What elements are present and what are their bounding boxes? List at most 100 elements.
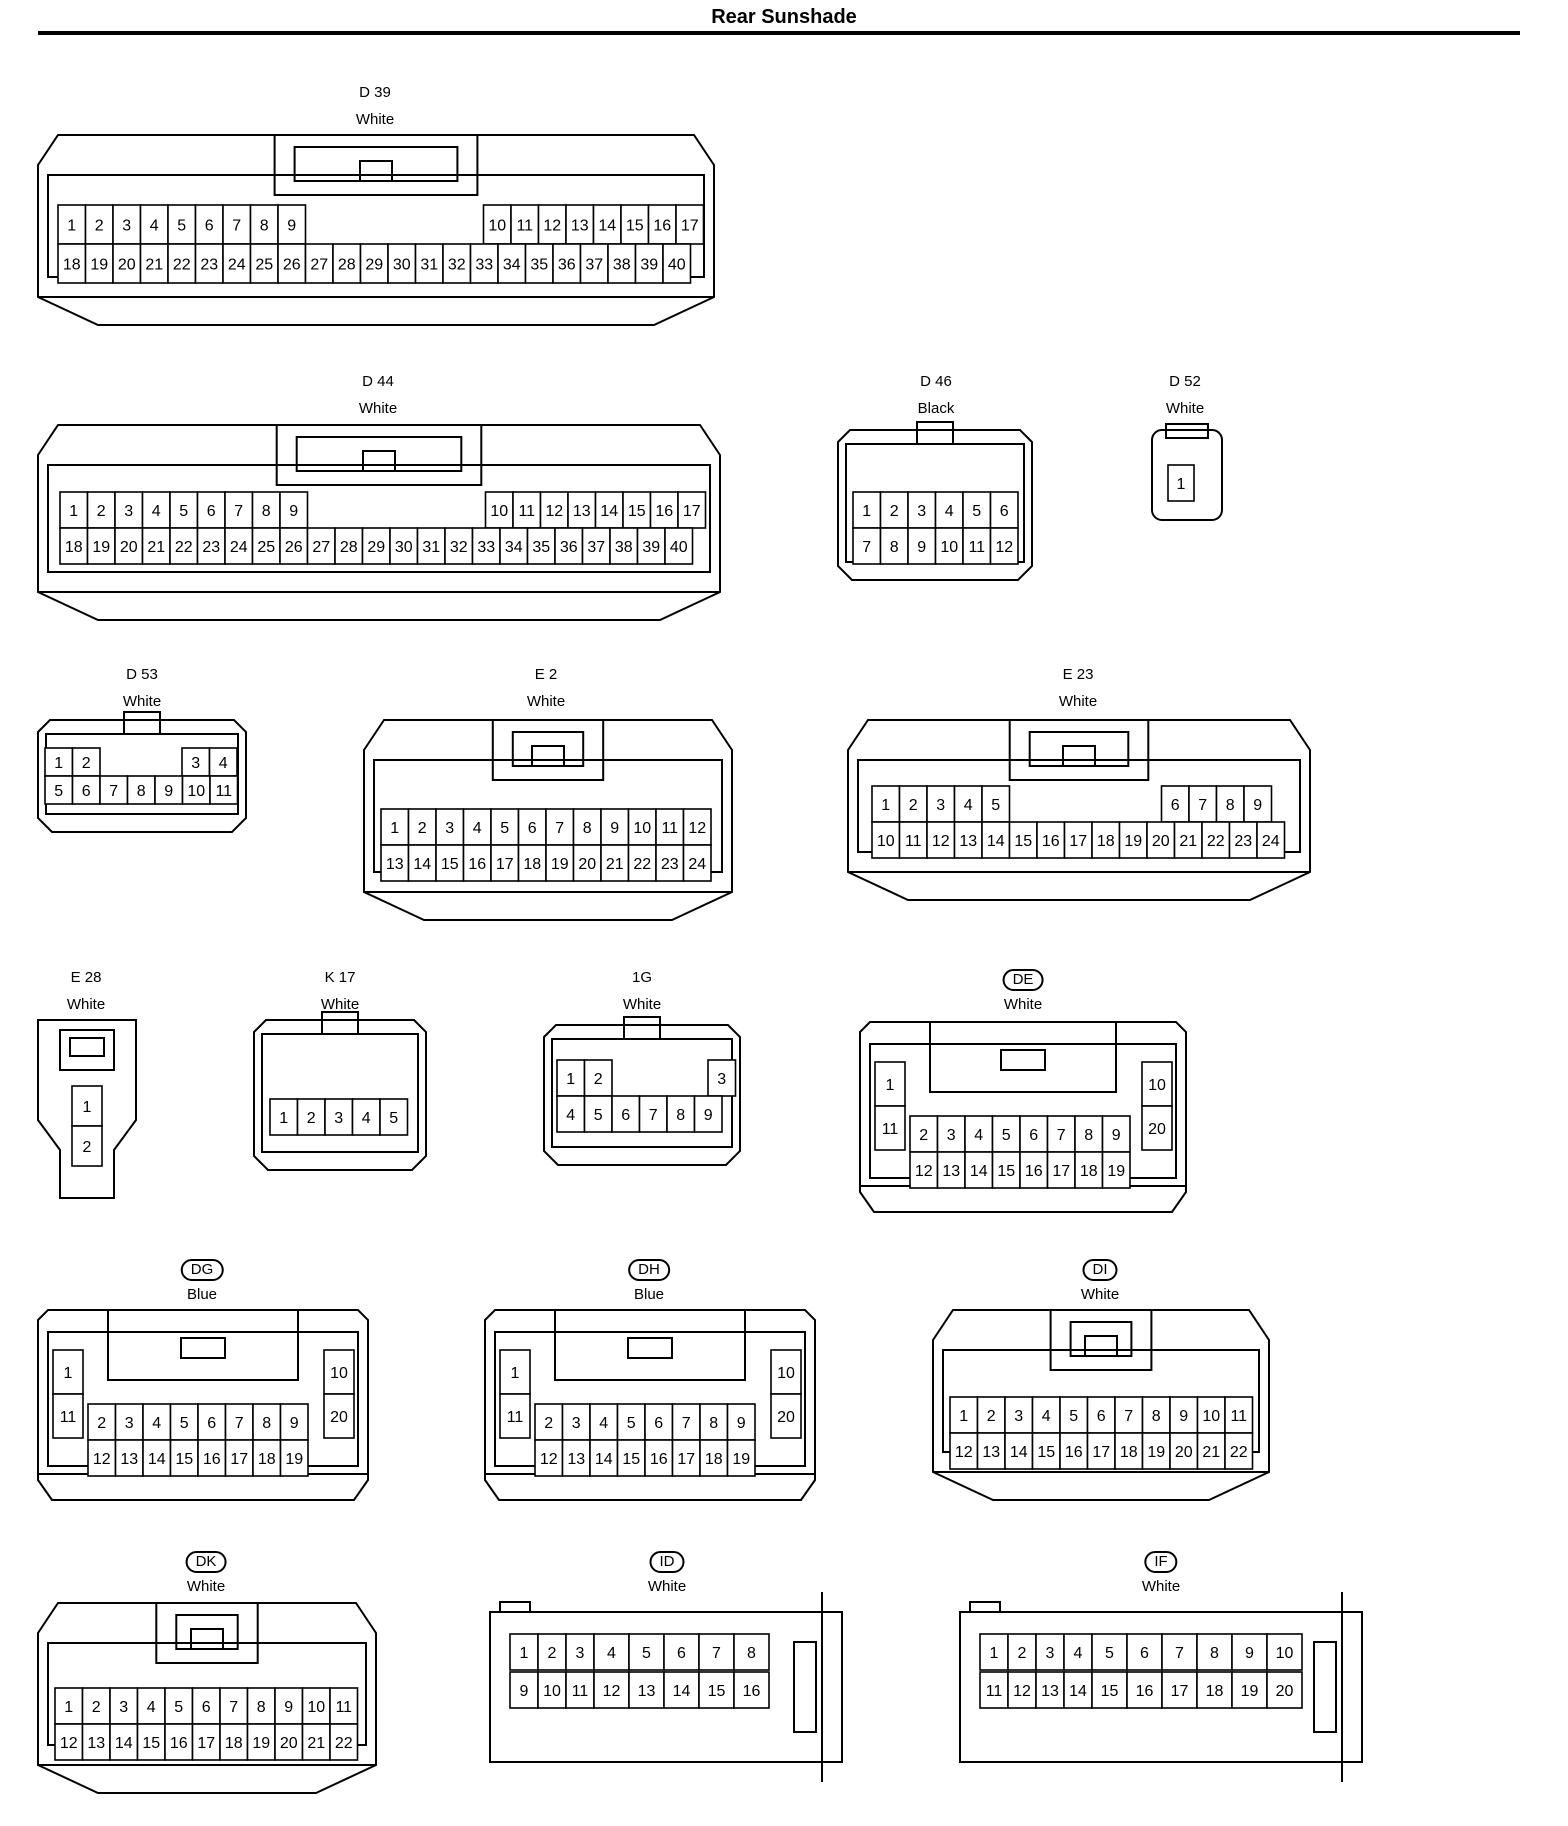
- connector-e2-pin-24: 24: [682, 844, 712, 882]
- svg-text:10: 10: [330, 1365, 348, 1382]
- connector-di-pin-6: 6: [1086, 1396, 1116, 1434]
- connector-e23-pin-16: 16: [1036, 821, 1066, 859]
- connector-id-pin-5: 5: [628, 1633, 665, 1671]
- svg-text:11: 11: [986, 1683, 1003, 1700]
- svg-text:33: 33: [477, 539, 495, 556]
- svg-text:4: 4: [964, 797, 973, 814]
- connector-e2-code: E 2: [534, 666, 558, 683]
- svg-text:3: 3: [1046, 1645, 1055, 1662]
- connector-dk-pin-4: 4: [136, 1687, 166, 1725]
- svg-text:8: 8: [676, 1107, 685, 1124]
- connector-d44-pin-3: 3: [114, 491, 144, 529]
- svg-text:17: 17: [230, 1451, 248, 1468]
- svg-text:38: 38: [613, 257, 631, 274]
- connector-id-code: ID: [649, 1551, 685, 1573]
- svg-text:3: 3: [1014, 1408, 1023, 1425]
- connector-d53-color-label: White: [122, 693, 162, 710]
- connector-di-pin-13: 13: [976, 1432, 1006, 1470]
- connector-dg-code: DG: [180, 1259, 224, 1281]
- svg-text:33: 33: [475, 257, 493, 274]
- connector-e2-pin-10: 10: [627, 808, 657, 846]
- connector-e23-pin-6: 6: [1160, 785, 1190, 823]
- svg-text:39: 39: [642, 539, 660, 556]
- connector-e2-pin-13: 13: [380, 844, 410, 882]
- connector-d44-pin-25: 25: [251, 527, 281, 565]
- connector-dk-pin-12: 12: [54, 1723, 84, 1761]
- svg-text:6: 6: [654, 1415, 663, 1432]
- svg-text:22: 22: [1230, 1444, 1248, 1461]
- svg-text:3: 3: [917, 503, 926, 520]
- svg-text:7: 7: [235, 1415, 244, 1432]
- svg-text:37: 37: [587, 539, 605, 556]
- svg-text:8: 8: [890, 539, 899, 556]
- connector-k17-color-label: White: [320, 996, 360, 1013]
- svg-text:23: 23: [202, 539, 220, 556]
- svg-text:4: 4: [362, 1110, 371, 1127]
- svg-text:13: 13: [571, 218, 589, 235]
- connector-e2-pin-9: 9: [600, 808, 630, 846]
- connector-if-pin-4: 4: [1063, 1633, 1093, 1671]
- connector-dh-pin-15: 15: [616, 1439, 646, 1477]
- connector-d53-code: D 53: [126, 666, 158, 683]
- svg-text:1: 1: [862, 503, 871, 520]
- connector-dk-pin-5: 5: [164, 1687, 194, 1725]
- svg-text:20: 20: [120, 539, 138, 556]
- svg-text:5: 5: [54, 783, 63, 800]
- connector-d53-pin-9: 9: [154, 775, 184, 805]
- svg-text:2: 2: [594, 1071, 603, 1088]
- connector-dh-pin-1: 1: [499, 1349, 531, 1395]
- svg-text:16: 16: [655, 503, 673, 520]
- svg-text:40: 40: [668, 257, 686, 274]
- connector-dk-pin-21: 21: [301, 1723, 331, 1761]
- svg-text:2: 2: [544, 1415, 553, 1432]
- svg-text:40: 40: [670, 539, 688, 556]
- svg-text:2: 2: [919, 1127, 928, 1144]
- svg-text:19: 19: [1241, 1683, 1259, 1700]
- svg-text:20: 20: [118, 257, 136, 274]
- connector-dk-code: DK: [185, 1551, 227, 1573]
- connector-d44-pin-16: 16: [649, 491, 679, 529]
- connector-e23-pin-11: 11: [898, 821, 928, 859]
- connector-e28-code: E 28: [70, 969, 102, 986]
- connector-d39-pin-3: 3: [112, 204, 142, 245]
- connector-d39-pin-16: 16: [647, 204, 677, 245]
- svg-text:6: 6: [202, 1699, 211, 1716]
- connector-d52-pin-1: 1: [1167, 464, 1195, 502]
- connector-if-pin-20: 20: [1266, 1671, 1303, 1709]
- svg-text:16: 16: [203, 1451, 221, 1468]
- svg-text:17: 17: [681, 218, 699, 235]
- svg-text:15: 15: [441, 856, 459, 873]
- connector-de-code: DE: [1002, 969, 1044, 991]
- svg-text:1: 1: [64, 1699, 73, 1716]
- connector-d39-pin-14: 14: [592, 204, 622, 245]
- svg-text:11: 11: [60, 1409, 77, 1426]
- connector-1g-pin-9: 9: [693, 1095, 723, 1133]
- svg-text:11: 11: [572, 1683, 589, 1700]
- connector-dh-pin-17: 17: [671, 1439, 701, 1477]
- connector-d39-pin-22: 22: [167, 243, 197, 284]
- svg-text:3: 3: [572, 1415, 581, 1432]
- svg-text:18: 18: [1206, 1683, 1224, 1700]
- svg-text:9: 9: [1179, 1408, 1188, 1425]
- connector-d53-pin-2: 2: [71, 747, 101, 777]
- connector-if-pin-12: 12: [1007, 1671, 1037, 1709]
- svg-text:7: 7: [229, 1699, 238, 1716]
- connector-dh-color-label: Blue: [633, 1286, 665, 1303]
- connector-d44-color-label: White: [358, 400, 398, 417]
- svg-text:7: 7: [109, 783, 118, 800]
- svg-text:17: 17: [677, 1451, 695, 1468]
- svg-text:9: 9: [1112, 1127, 1121, 1144]
- connector-id-color-label: White: [647, 1578, 687, 1595]
- svg-text:7: 7: [234, 503, 243, 520]
- svg-text:5: 5: [594, 1107, 603, 1124]
- connector-d39-pin-29: 29: [359, 243, 389, 284]
- svg-text:24: 24: [230, 539, 248, 556]
- connector-dk-pin-15: 15: [136, 1723, 166, 1761]
- svg-text:4: 4: [1042, 1408, 1051, 1425]
- connector-dg-color-label: Blue: [186, 1286, 218, 1303]
- connector-dh-pin-5: 5: [616, 1403, 646, 1441]
- svg-text:11: 11: [335, 1699, 352, 1716]
- svg-text:7: 7: [682, 1415, 691, 1432]
